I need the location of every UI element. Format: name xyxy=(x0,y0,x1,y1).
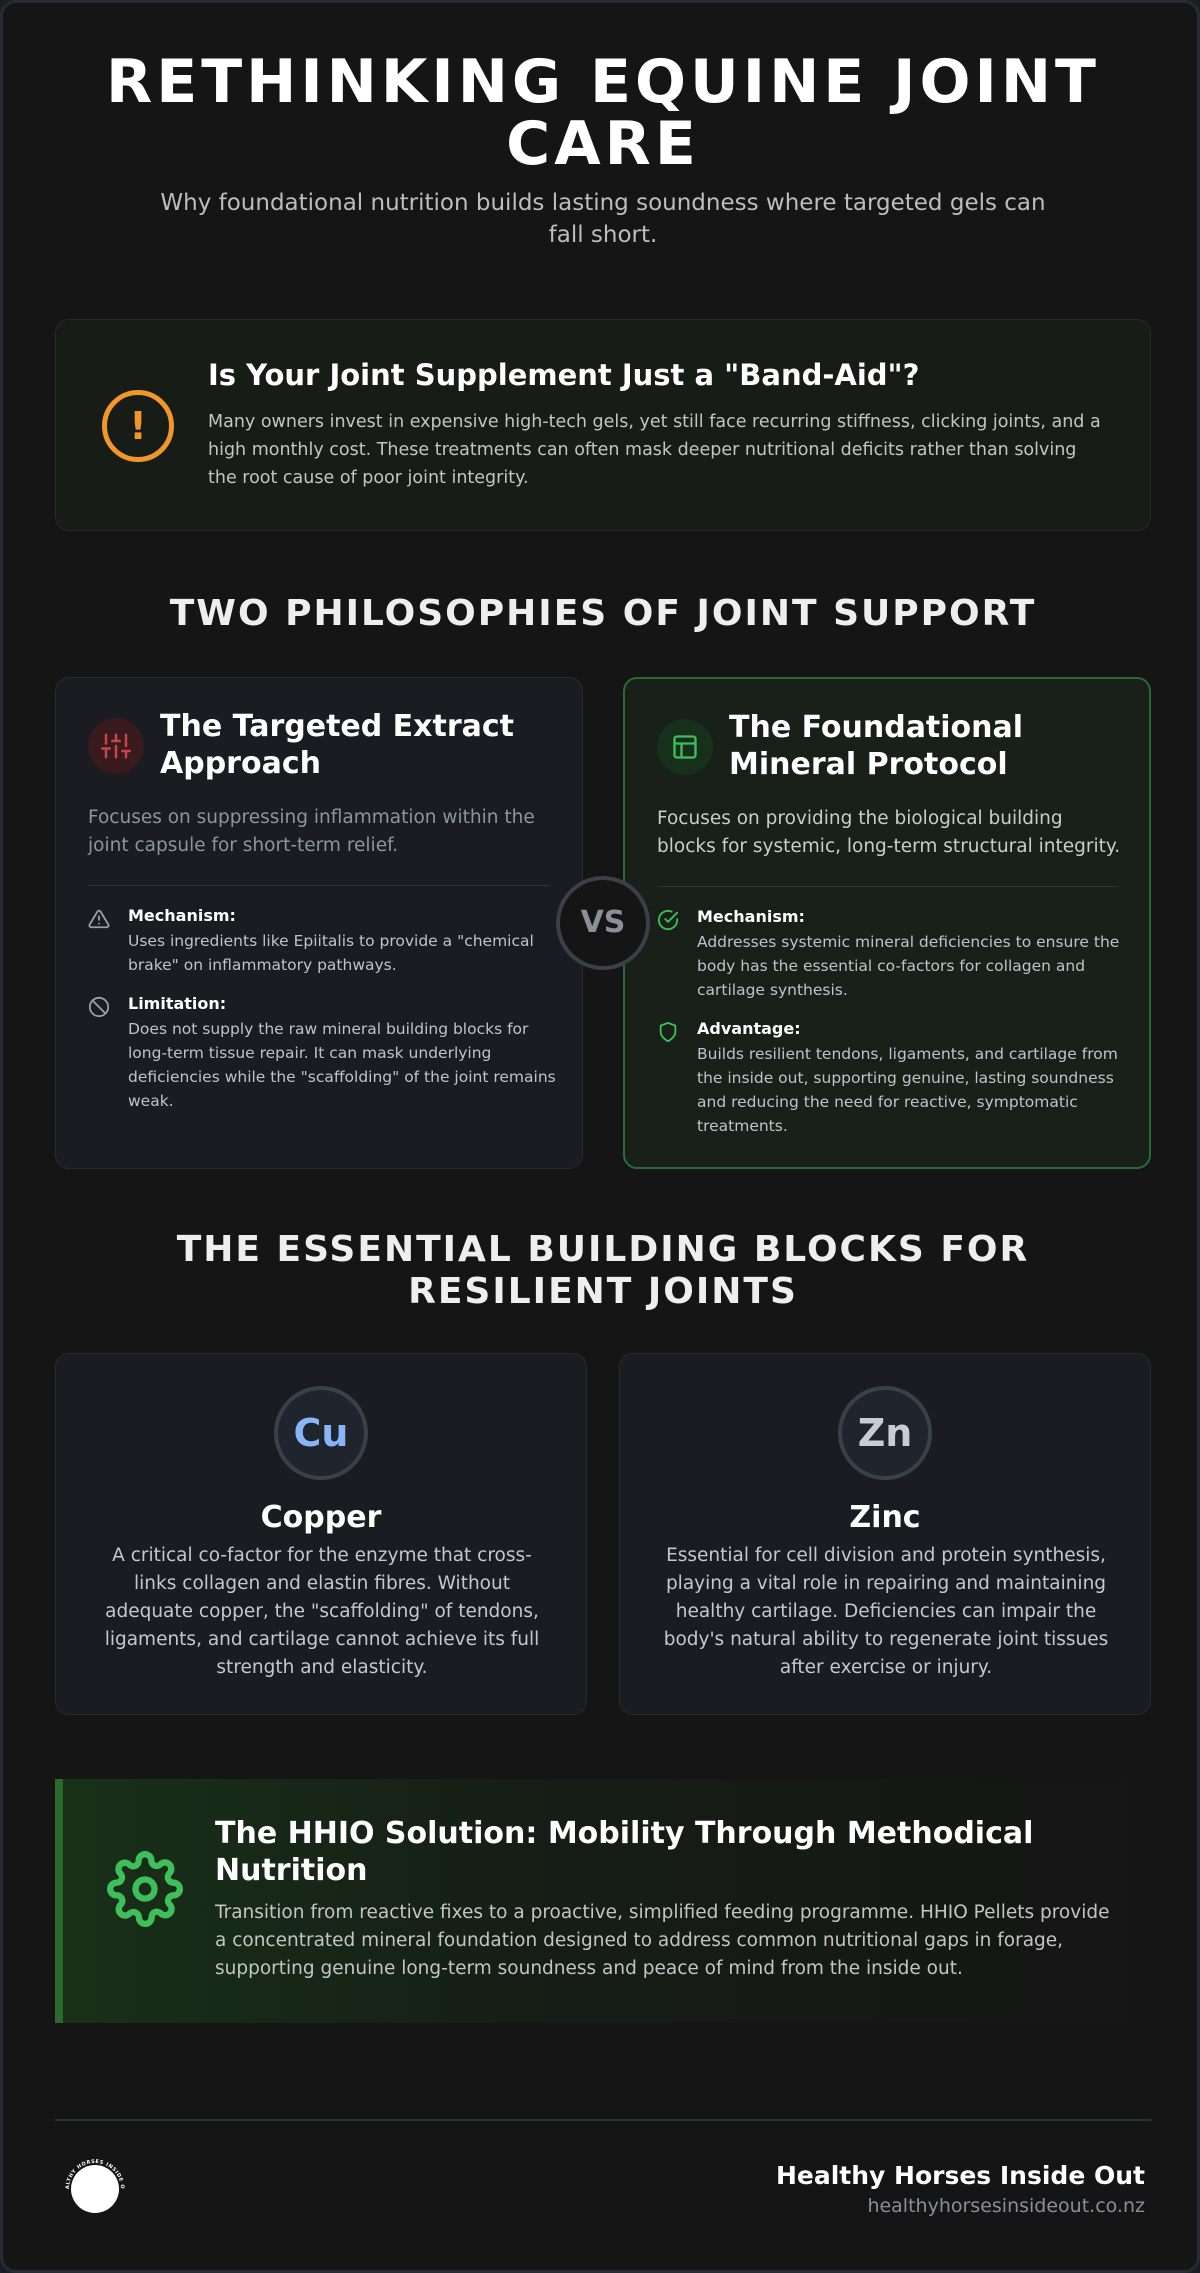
foundational-title: The Foundational Mineral Protocol xyxy=(729,710,1024,782)
brand-name: Healthy Horses Inside Out xyxy=(775,2161,1145,2190)
solution-text: Transition from reactive fixes to a proa… xyxy=(215,1902,1110,1979)
page-subtitle: Why foundational nutrition builds lastin… xyxy=(160,190,1046,248)
point-label: Advantage: xyxy=(697,1019,801,1038)
copper-card: Cu Copper A critical co-factor for the e… xyxy=(55,1353,587,1715)
point-text: Addresses systemic mineral deficiencies … xyxy=(697,933,1120,999)
zinc-description: Essential for cell division and protein … xyxy=(663,1545,1109,1678)
philosophies-section-title: TWO PHILOSOPHIES OF JOINT SUPPORT xyxy=(169,593,1037,634)
solution-title: The HHIO Solution: Mobility Through Meth… xyxy=(215,1816,1034,1888)
shield-icon xyxy=(659,1021,677,1043)
zinc-symbol-badge: Zn xyxy=(838,1386,932,1480)
footer-divider xyxy=(55,2119,1151,2121)
targeted-description: Focuses on suppressing inflammation with… xyxy=(88,807,535,856)
divider xyxy=(88,885,550,886)
point-text: Builds resilient tendons, ligaments, and… xyxy=(697,1045,1118,1135)
layout-icon xyxy=(657,719,713,775)
page-title: RETHINKING EQUINE JOINT CARE xyxy=(106,47,1100,179)
point-label: Mechanism: xyxy=(128,906,236,925)
targeted-extract-card: The Targeted Extract Approach Focuses on… xyxy=(55,677,583,1169)
point-label: Mechanism: xyxy=(697,907,805,926)
versus-badge: VS xyxy=(556,876,650,970)
zinc-name: Zinc xyxy=(849,1500,921,1535)
warning-icon xyxy=(88,909,110,929)
alert-heading: Is Your Joint Supplement Just a "Band-Ai… xyxy=(208,358,920,392)
targeted-title: The Targeted Extract Approach xyxy=(160,709,515,781)
divider xyxy=(657,886,1119,887)
copper-description: A critical co-factor for the enzyme that… xyxy=(104,1545,540,1678)
hhio-solution-banner: The HHIO Solution: Mobility Through Meth… xyxy=(55,1779,1151,2023)
point-text: Does not supply the raw mineral building… xyxy=(128,1020,556,1110)
sliders-icon xyxy=(88,718,144,774)
building-blocks-section-title: THE ESSENTIAL BUILDING BLOCKS FOR RESILI… xyxy=(176,1229,1030,1312)
foundational-description: Focuses on providing the biological buil… xyxy=(657,808,1121,857)
copper-name: Copper xyxy=(260,1500,382,1535)
alert-body: Many owners invest in expensive high-tec… xyxy=(208,412,1101,488)
exclamation-icon: ! xyxy=(102,390,174,462)
check-circle-icon xyxy=(657,909,679,931)
gear-icon xyxy=(107,1851,183,1927)
zinc-card: Zn Zinc Essential for cell division and … xyxy=(619,1353,1151,1715)
ban-icon xyxy=(88,996,110,1018)
band-aid-alert-card: ! Is Your Joint Supplement Just a "Band-… xyxy=(55,319,1151,531)
point-label: Limitation: xyxy=(128,994,227,1013)
brand-logo: HEALTHY HORSES INSIDE OUT xyxy=(61,2155,128,2222)
foundational-mineral-card: The Foundational Mineral Protocol Focuse… xyxy=(623,677,1151,1169)
website-link[interactable]: healthyhorsesinsideout.co.nz xyxy=(867,2195,1145,2217)
point-text: Uses ingredients like Epiitalis to provi… xyxy=(128,932,534,974)
copper-symbol-badge: Cu xyxy=(274,1386,368,1480)
